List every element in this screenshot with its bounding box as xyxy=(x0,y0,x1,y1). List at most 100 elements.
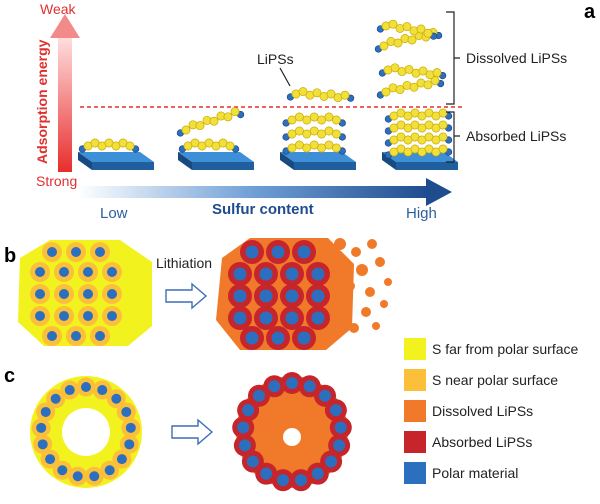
particles-after xyxy=(228,240,330,350)
polar-core xyxy=(121,406,132,417)
dissolved-droplet xyxy=(356,264,368,276)
polar-core xyxy=(252,389,265,402)
dissolved-droplet xyxy=(367,239,377,249)
polar-core xyxy=(260,467,273,480)
polar-core xyxy=(271,245,285,259)
polar-particle xyxy=(30,262,50,282)
polar-core xyxy=(50,393,61,404)
sulfur-atom xyxy=(298,87,308,97)
sulfur-atom xyxy=(438,144,448,154)
ring-particle xyxy=(40,449,60,469)
polar-core xyxy=(59,289,69,299)
sulfur-atom xyxy=(225,141,235,151)
legend-swatch xyxy=(404,400,426,422)
polar-core xyxy=(311,311,325,325)
sulfur-atom xyxy=(309,126,319,136)
polar-core xyxy=(319,389,332,402)
sulfur-atom xyxy=(324,126,334,136)
polar-particle xyxy=(30,284,50,304)
polar-core xyxy=(276,474,289,487)
polar-core xyxy=(311,467,324,480)
slab-top xyxy=(178,152,254,162)
lipss-chain xyxy=(176,107,245,137)
polar-particle xyxy=(292,240,316,264)
polar-particle xyxy=(306,306,330,330)
polar-particle xyxy=(54,306,74,326)
dissolved-droplet xyxy=(339,259,349,269)
sulfur-atom xyxy=(294,112,304,122)
polar-core xyxy=(124,439,135,450)
polar-core xyxy=(81,382,91,392)
polar-core xyxy=(125,422,136,433)
sulfur-atom xyxy=(404,64,414,74)
absorbed-lipss-label: Absorbed LiPSs xyxy=(466,128,566,144)
slab-side xyxy=(178,152,192,170)
polar-core xyxy=(329,404,342,417)
particles-before xyxy=(30,242,122,346)
sulfur-atom xyxy=(324,140,334,150)
ring-particle xyxy=(119,434,139,454)
sulfur-atom xyxy=(223,112,233,122)
legend-label: S far from polar surface xyxy=(432,341,578,357)
lipss-chains xyxy=(78,19,453,159)
lipss-label: LiPSs xyxy=(257,51,294,67)
polar-core xyxy=(107,311,117,321)
dissolved-droplet xyxy=(372,322,380,330)
polar-slab xyxy=(280,152,356,170)
polar-core xyxy=(35,311,45,321)
sulfur-atom xyxy=(209,116,219,126)
sulfur-atom xyxy=(302,115,312,125)
polar-core xyxy=(83,289,93,299)
lipss-chain xyxy=(384,144,453,159)
polar-core xyxy=(57,465,68,476)
sulfur-atom xyxy=(294,126,304,136)
polar-core xyxy=(259,289,273,303)
ring-hole-before xyxy=(62,408,110,456)
polar-core xyxy=(334,421,347,434)
polar-slabs xyxy=(78,152,458,170)
dissolved-droplet xyxy=(380,300,388,308)
polar-core xyxy=(104,465,115,476)
polar-core xyxy=(111,393,122,404)
polar-core xyxy=(311,267,325,281)
sulfur-atom xyxy=(390,63,400,73)
polar-core xyxy=(245,245,259,259)
slab-side xyxy=(78,152,92,170)
ring-particle xyxy=(329,416,352,439)
polar-particle xyxy=(266,326,290,350)
polar-core xyxy=(285,289,299,303)
lipss-chain xyxy=(384,120,453,135)
ring-particles-before xyxy=(31,377,141,486)
lipss-chain xyxy=(282,140,346,155)
polar-core xyxy=(107,289,117,299)
sulfur-atom xyxy=(416,24,426,34)
polar-core xyxy=(259,267,273,281)
legend-label: Absorbed LiPSs xyxy=(432,434,532,450)
slab-side xyxy=(280,152,294,170)
polar-core xyxy=(286,377,298,389)
ring-particle xyxy=(290,469,313,492)
legend-label: S near polar surface xyxy=(432,372,558,388)
dissolved-droplet xyxy=(361,307,371,317)
sulfur-atom xyxy=(409,82,419,92)
sulfur-atom xyxy=(287,129,297,139)
sulfur-content-arrow xyxy=(78,178,452,206)
ring-particle xyxy=(100,460,120,480)
polar-particle xyxy=(228,262,252,286)
low-label: Low xyxy=(100,205,128,222)
polar-particle xyxy=(280,306,304,330)
sulfur-atom xyxy=(294,140,304,150)
polar-core xyxy=(107,267,117,277)
polar-core xyxy=(71,247,81,257)
ring-particle xyxy=(33,434,53,454)
polar-core xyxy=(37,439,48,450)
sulfur-atom xyxy=(324,112,334,122)
sulfur-atom xyxy=(317,143,327,153)
sulfur-atom xyxy=(302,129,312,139)
polar-particle xyxy=(66,242,86,262)
polar-particle xyxy=(78,262,98,282)
weak-label: Weak xyxy=(40,1,77,17)
panel-b: b Lithiation xyxy=(4,238,392,350)
legend-label: Dissolved LiPSs xyxy=(432,403,533,419)
ring-particle xyxy=(92,380,112,400)
